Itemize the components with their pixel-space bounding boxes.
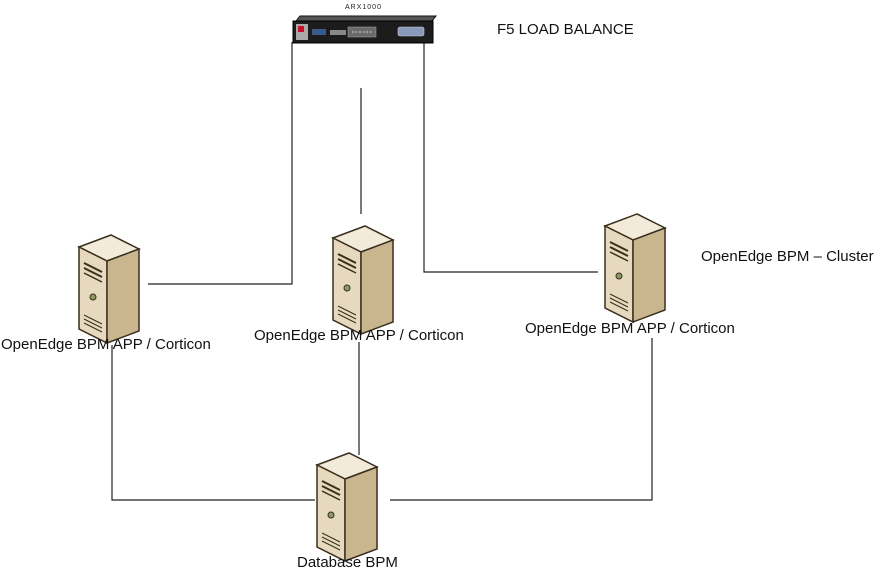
load-balancer-title: F5 LOAD BALANCE <box>497 21 634 38</box>
connection-lines <box>111 42 653 501</box>
link-server-right-to-db <box>390 338 653 501</box>
server-center-label: OpenEdge BPM APP / Corticon <box>254 327 464 344</box>
link-server-left-to-db <box>111 345 315 501</box>
link-lb-to-server-right <box>423 42 598 273</box>
load-balancer-device-icon <box>292 15 438 44</box>
database-label: Database BPM <box>297 554 398 571</box>
server-left-label: OpenEdge BPM APP / Corticon <box>1 336 211 353</box>
link-lb-to-server-left <box>148 42 293 285</box>
server-center-icon <box>332 225 394 335</box>
database-server-icon <box>316 452 378 562</box>
server-right-icon <box>604 213 666 323</box>
server-left-icon <box>78 234 140 344</box>
cluster-title: OpenEdge BPM – Cluster <box>701 248 874 265</box>
load-balancer-model-label: ARX1000 <box>345 4 382 11</box>
server-right-label: OpenEdge BPM APP / Corticon <box>525 320 735 337</box>
